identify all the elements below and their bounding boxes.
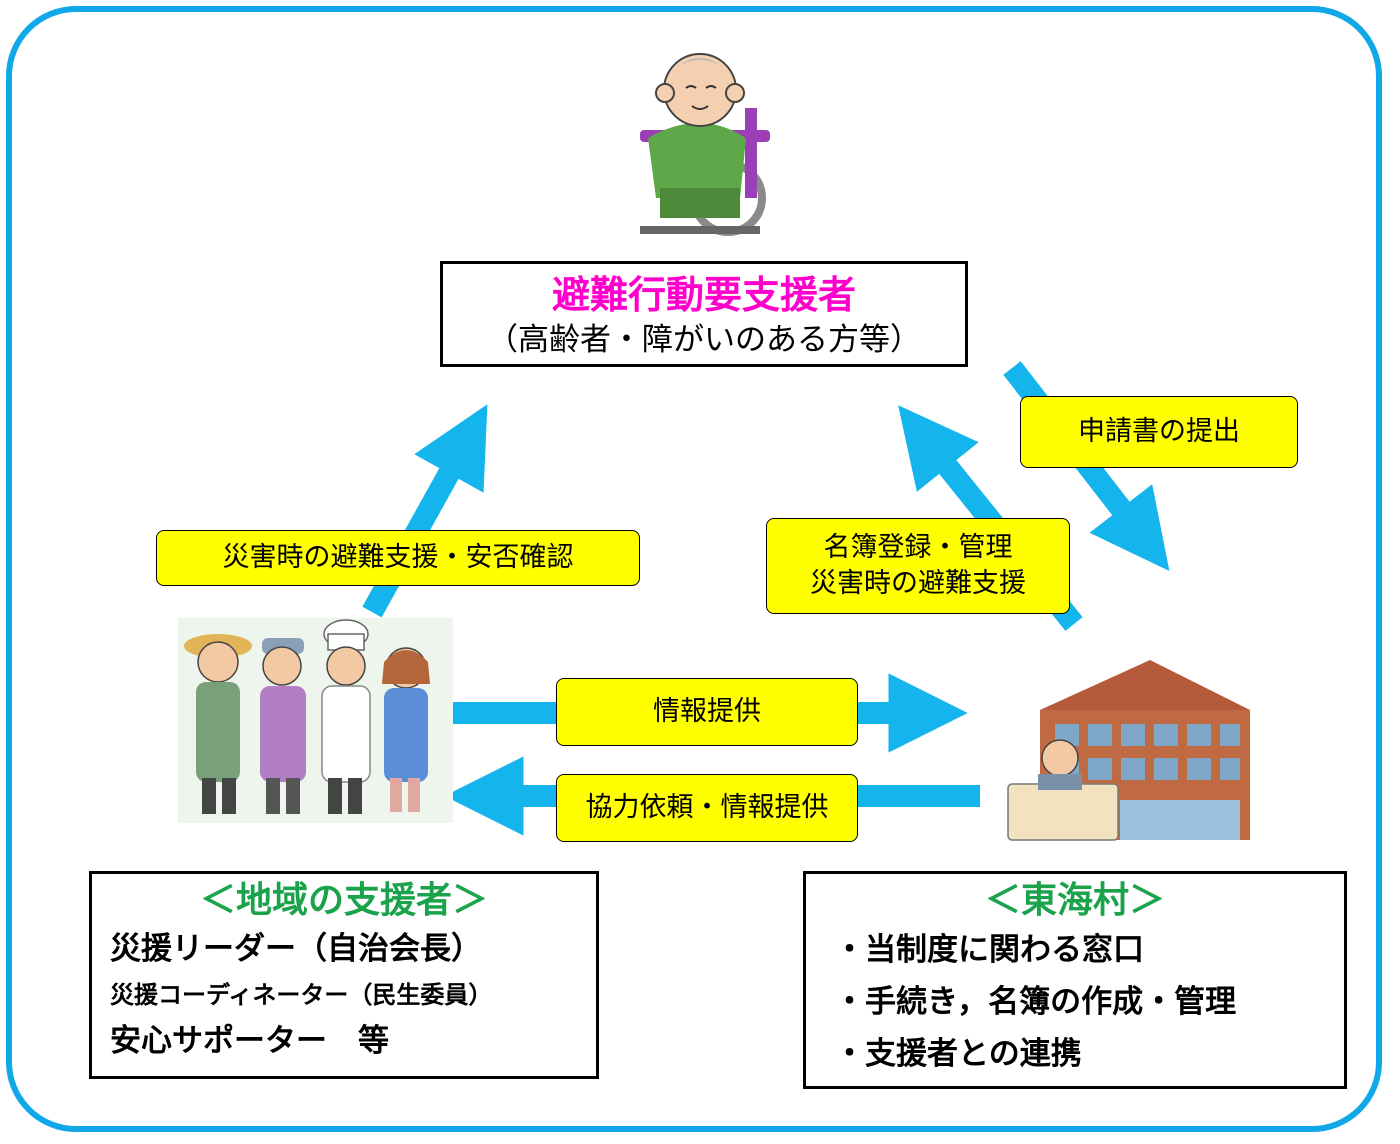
village-box: ＜東海村＞ ・当制度に関わる窓口 ・手続き，名簿の作成・管理 ・支援者との連携 xyxy=(803,871,1347,1089)
label-registry: 名簿登録・管理 災害時の避難支援 xyxy=(766,518,1070,614)
supporters-line-2: 災援コーディネーター（民生委員） xyxy=(110,981,493,1009)
person-box-title: 避難行動要支援者 xyxy=(551,273,856,317)
supporters-box: ＜地域の支援者＞ 災援リーダー（自治会長） 災援コーディネーター（民生委員） 安… xyxy=(89,871,599,1079)
label-text-line-2: 災害時の避難支援 xyxy=(810,568,1026,599)
label-text: 申請書の提出 xyxy=(1078,416,1240,447)
person-box: 避難行動要支援者 （高齢者・障がいのある方等） xyxy=(440,261,968,367)
person-box-subtitle: （高齢者・障がいのある方等） xyxy=(487,322,921,358)
label-text: 情報提供 xyxy=(653,696,761,727)
supporters-box-title: ＜地域の支援者＞ xyxy=(199,880,488,921)
village-line-1: ・当制度に関わる窓口 xyxy=(834,932,1144,968)
label-coop-request: 協力依頼・情報提供 xyxy=(556,774,858,842)
label-evacuation-support: 災害時の避難支援・安否確認 xyxy=(156,530,640,586)
village-line-3: ・支援者との連携 xyxy=(834,1036,1082,1072)
label-text-line-1: 名簿登録・管理 xyxy=(823,532,1013,563)
community-group-icon xyxy=(178,618,453,823)
supporters-line-1: 災援リーダー（自治会長） xyxy=(110,931,482,967)
label-text: 災害時の避難支援・安否確認 xyxy=(222,542,574,573)
village-line-2: ・手続き，名簿の作成・管理 xyxy=(834,984,1237,1020)
outer-frame xyxy=(6,6,1382,1132)
label-application: 申請書の提出 xyxy=(1020,396,1298,468)
village-office-icon xyxy=(1007,660,1250,841)
wheelchair-elderly-icon xyxy=(640,53,770,236)
label-info-provide: 情報提供 xyxy=(556,678,858,746)
supporters-line-3: 安心サポーター 等 xyxy=(110,1023,389,1059)
label-text: 協力依頼・情報提供 xyxy=(585,792,829,823)
village-box-title: ＜東海村＞ xyxy=(984,880,1165,921)
